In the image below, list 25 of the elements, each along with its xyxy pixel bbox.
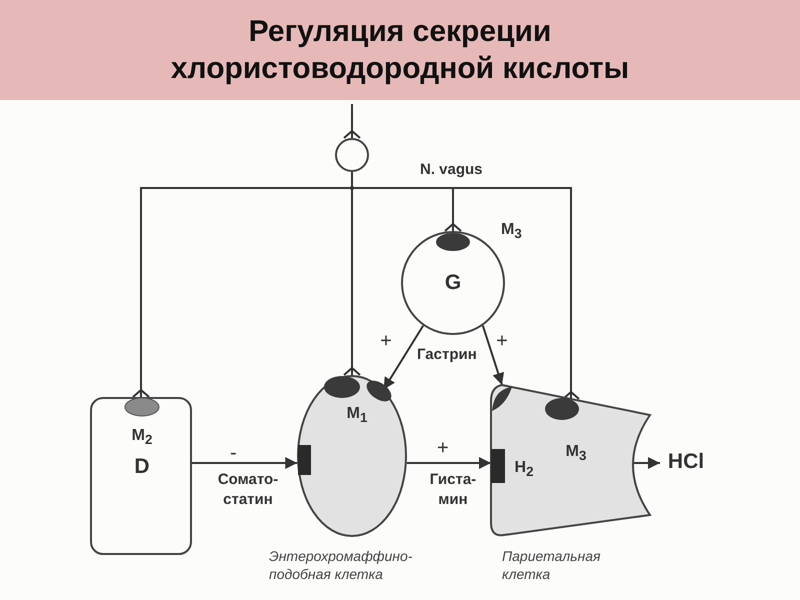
cell-label: M$_{2}$ [132,426,152,448]
arrow [406,457,491,469]
arrow [382,325,424,390]
cell-label: M$_{1}$ [346,404,368,426]
cell-label: H$_{2}$ [514,458,534,480]
sign-label: - [230,442,237,465]
edge-label: Гиста- мин [428,470,478,509]
signal-label: Гастрин [417,346,477,363]
edge-label: + [379,329,393,354]
cell-label: M$_{3}$ [566,442,586,464]
nerve-fiber [343,104,361,139]
arrow [482,325,504,386]
arrow [192,457,298,469]
cell-caption: Энтерохромаффино- подобная клетка [269,548,414,583]
cell-label: G [444,271,462,295]
edge-label: Сомато- статин [216,470,280,509]
edge-label: + [495,329,509,354]
cell-label: D [134,455,150,479]
sign-label: + [437,437,449,460]
title: Регуляция секреции хлористоводородной кислоты [170,14,630,87]
nerve-label: N. vagus [420,161,483,178]
cell-caption: Париетальная клетка [502,548,602,583]
receptor-label: M$_{3}$ [501,221,522,242]
product-label: HCl [668,450,704,474]
arrow [633,457,660,469]
